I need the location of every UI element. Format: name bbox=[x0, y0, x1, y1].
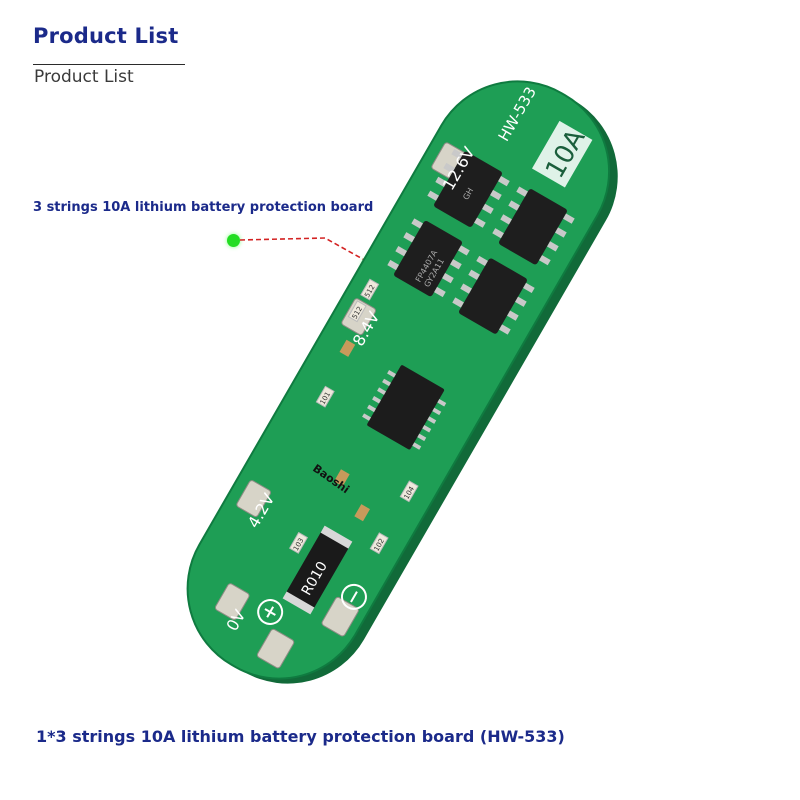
rating-label-bg bbox=[532, 120, 593, 188]
pad-4v2 bbox=[236, 480, 271, 517]
product-caption: 1*3 strings 10A lithium battery protecti… bbox=[36, 727, 565, 746]
title-underline bbox=[33, 64, 185, 65]
control-ic bbox=[362, 365, 447, 450]
pad-0v bbox=[214, 583, 250, 621]
mosfet-3 bbox=[452, 255, 535, 335]
mosfet-2 bbox=[427, 149, 510, 228]
mosfet-4 bbox=[492, 186, 575, 266]
callout-leader-line bbox=[239, 237, 369, 263]
callout-label: 3 strings 10A lithium battery protection… bbox=[33, 200, 374, 215]
page-title: Product List bbox=[33, 24, 179, 48]
smd-components bbox=[288, 278, 419, 555]
minus-symbol-icon bbox=[340, 583, 367, 610]
page-subtitle: Product List bbox=[34, 67, 134, 87]
callout-dot-start bbox=[227, 234, 240, 247]
plus-symbol-icon bbox=[257, 598, 284, 625]
pad-plus bbox=[256, 628, 295, 669]
main-resistor bbox=[282, 525, 353, 615]
mosfet-1 bbox=[387, 218, 470, 298]
pcb-board bbox=[186, 80, 618, 684]
capacitors bbox=[334, 339, 370, 522]
